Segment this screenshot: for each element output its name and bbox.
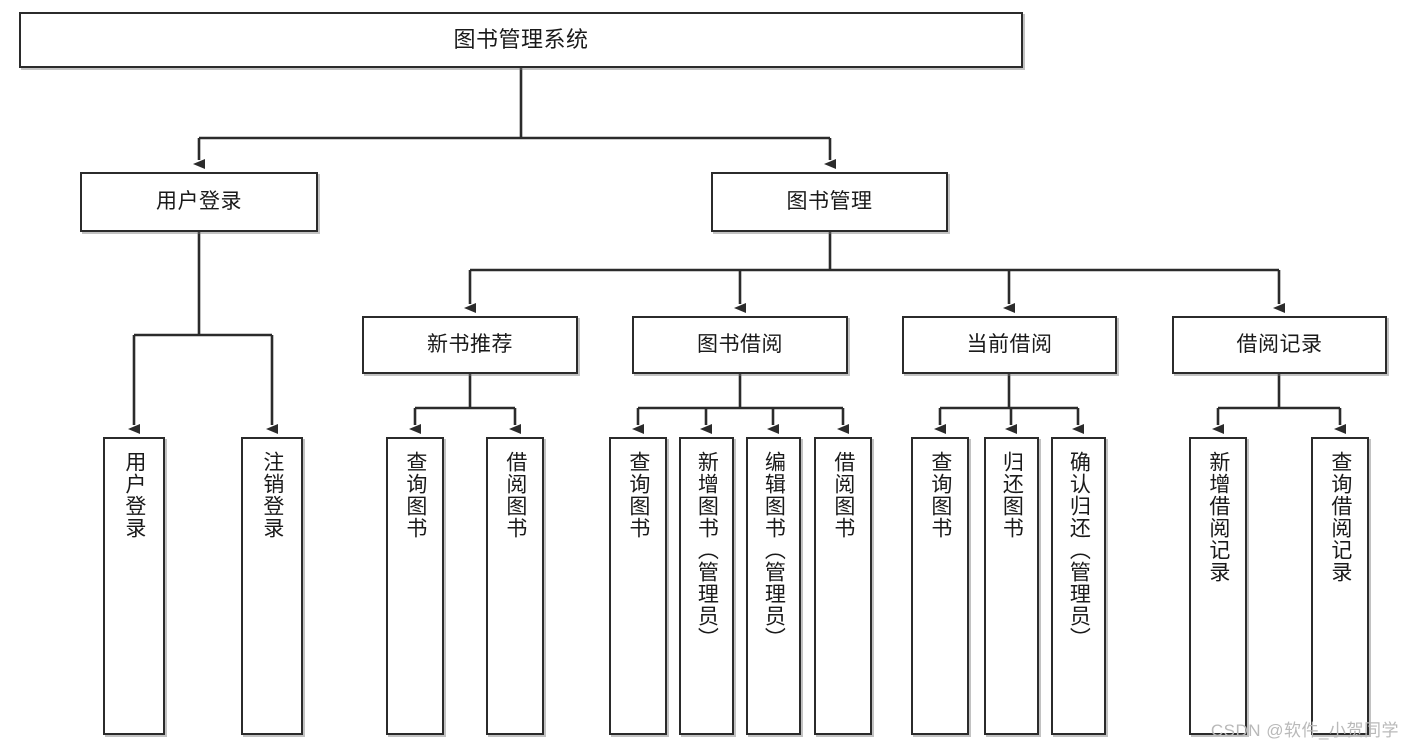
watermark: CSDN @软件_小贺同学 bbox=[1210, 721, 1399, 740]
node-label: 图书管理 bbox=[786, 189, 873, 213]
node-label: 确认归还（管理员） bbox=[1067, 451, 1091, 649]
node-leaf-borrow-book-2[interactable]: 借阅图书 bbox=[814, 437, 872, 735]
node-label: 编辑图书（管理员） bbox=[762, 451, 786, 649]
node-label: 用户登录 bbox=[122, 451, 146, 539]
node-label: 当前借阅 bbox=[966, 332, 1053, 356]
node-label: 借阅图书 bbox=[503, 451, 527, 539]
node-book-manage[interactable]: 图书管理 bbox=[711, 172, 948, 232]
node-borrow-record[interactable]: 借阅记录 bbox=[1172, 316, 1387, 374]
node-label: 查询图书 bbox=[626, 451, 650, 539]
node-leaf-user-login[interactable]: 用户登录 bbox=[103, 437, 165, 735]
node-leaf-return-book[interactable]: 归还图书 bbox=[984, 437, 1039, 735]
node-label: 图书管理系统 bbox=[453, 27, 589, 53]
node-leaf-query-book-3[interactable]: 查询图书 bbox=[911, 437, 969, 735]
node-label: 图书借阅 bbox=[697, 332, 783, 356]
node-label: 借阅图书 bbox=[831, 451, 855, 539]
node-book-borrow[interactable]: 图书借阅 bbox=[632, 316, 848, 374]
node-leaf-borrow-book-1[interactable]: 借阅图书 bbox=[486, 437, 544, 735]
node-leaf-add-record[interactable]: 新增借阅记录 bbox=[1189, 437, 1247, 735]
node-leaf-confirm-return[interactable]: 确认归还（管理员） bbox=[1051, 437, 1106, 735]
node-leaf-query-book-1[interactable]: 查询图书 bbox=[386, 437, 444, 735]
node-user-login[interactable]: 用户登录 bbox=[80, 172, 318, 232]
node-label: 用户登录 bbox=[156, 189, 242, 213]
node-leaf-query-record[interactable]: 查询借阅记录 bbox=[1311, 437, 1369, 735]
node-label: 借阅记录 bbox=[1236, 332, 1323, 356]
node-leaf-add-book[interactable]: 新增图书（管理员） bbox=[679, 437, 734, 735]
node-label: 查询借阅记录 bbox=[1328, 451, 1352, 583]
node-leaf-query-book-2[interactable]: 查询图书 bbox=[609, 437, 667, 735]
node-label: 新书推荐 bbox=[427, 332, 513, 356]
node-new-book-rec[interactable]: 新书推荐 bbox=[362, 316, 578, 374]
node-label: 归还图书 bbox=[1000, 451, 1024, 539]
node-label: 查询图书 bbox=[403, 451, 427, 539]
node-root[interactable]: 图书管理系统 bbox=[19, 12, 1023, 68]
node-label: 注销登录 bbox=[260, 451, 284, 539]
node-label: 新增图书（管理员） bbox=[695, 451, 719, 649]
node-label: 新增借阅记录 bbox=[1206, 451, 1230, 583]
node-leaf-edit-book[interactable]: 编辑图书（管理员） bbox=[746, 437, 801, 735]
node-leaf-user-logout[interactable]: 注销登录 bbox=[241, 437, 303, 735]
node-label: 查询图书 bbox=[928, 451, 952, 539]
node-current-borrow[interactable]: 当前借阅 bbox=[902, 316, 1117, 374]
